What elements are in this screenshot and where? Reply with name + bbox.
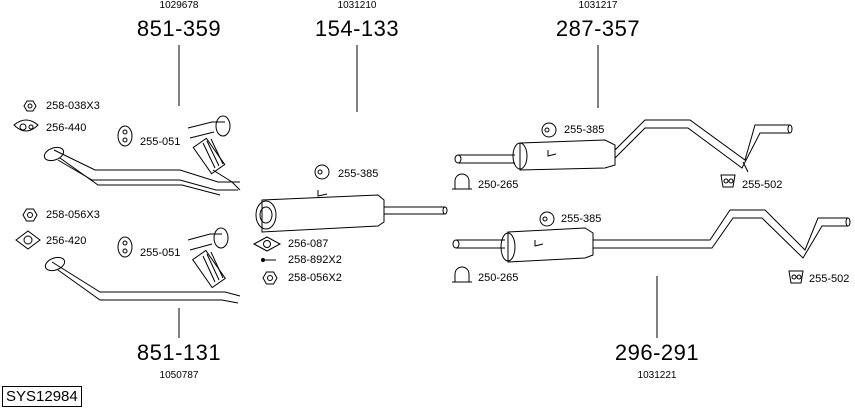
hex-nut-icon [262,271,278,285]
hex-nut-icon [23,100,37,112]
rubber-hanger-icon [720,174,736,188]
assembly-code-3: 1031217 [578,0,618,11]
gasket-icon [252,236,282,252]
assembly-part-4: 851-131 [136,340,222,365]
front-pipe-851-359 [43,115,241,196]
gasket-icon [15,230,41,250]
component-label: 255-385 [338,168,379,180]
silencer-154-133 [255,190,448,233]
component-label: 258-038X3 [46,100,100,112]
component-label: 255-051 [140,247,181,259]
front-pipe-851-131 [44,227,241,304]
component-label: 255-502 [809,273,850,285]
component-label: 256-440 [46,122,87,134]
clamp-icon [452,173,472,190]
assembly-part-2: 154-133 [314,16,400,41]
assembly-code-4: 1050787 [159,370,199,381]
assembly-code-5: 1031221 [637,370,677,381]
component-label: 256-420 [46,235,87,247]
assembly-code-1: 1029678 [159,0,199,11]
hex-nut-icon [22,208,38,222]
system-id-box: SYS12984 [2,386,82,407]
rubber-hanger-icon [117,125,133,147]
clamp-icon [452,266,472,283]
assembly-part-1: 851-359 [136,16,222,41]
component-label: 255-385 [564,124,605,136]
component-label: 250-265 [478,179,519,191]
gasket-icon [13,119,39,132]
component-label: 258-056X2 [288,272,342,284]
rear-silencer-287-357 [454,119,793,173]
rear-silencer-296-291 [452,209,851,263]
component-label: 255-051 [140,136,181,148]
rubber-hanger-icon [541,122,557,138]
assembly-part-5: 296-291 [614,340,700,365]
component-label: 250-265 [478,272,519,284]
component-label: 255-385 [561,213,602,225]
rubber-hanger-icon [788,270,804,284]
assembly-code-2: 1031210 [337,0,377,11]
component-label: 255-502 [742,179,783,191]
rubber-hanger-icon [314,164,330,180]
assembly-part-3: 287-357 [555,16,641,41]
component-label: 258-892X2 [288,254,342,266]
component-label: 258-056X3 [46,209,100,221]
rubber-hanger-icon [539,211,555,227]
component-label: 256-087 [288,238,329,250]
bolt-icon [261,258,276,262]
rubber-hanger-icon [117,236,133,258]
